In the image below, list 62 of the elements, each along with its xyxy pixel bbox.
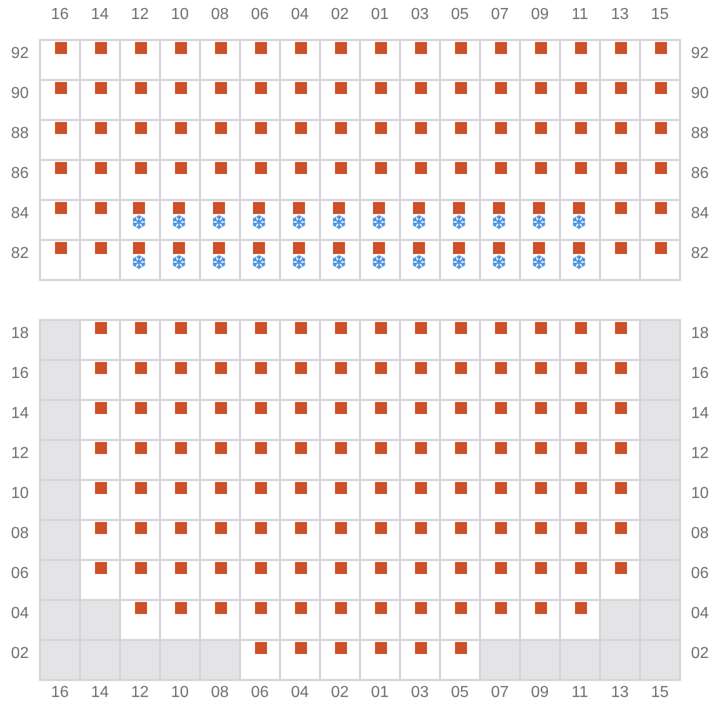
- column-number: 03: [411, 6, 429, 24]
- row-number: 02: [11, 645, 29, 663]
- row-number: 12: [691, 445, 709, 463]
- row-number: 10: [691, 485, 709, 503]
- row-number: 02: [691, 645, 709, 663]
- row-number: 10: [11, 485, 29, 503]
- row-number: 04: [11, 605, 29, 623]
- row-number: 82: [691, 245, 709, 263]
- column-number: 04: [291, 684, 309, 702]
- row-number: 14: [691, 405, 709, 423]
- column-number: 08: [211, 684, 229, 702]
- row-number: 92: [11, 45, 29, 63]
- row-number: 84: [691, 205, 709, 223]
- column-number: 11: [572, 684, 588, 702]
- column-number: 12: [131, 6, 149, 24]
- row-number: 16: [691, 365, 709, 383]
- column-number: 16: [51, 6, 69, 24]
- column-number: 12: [131, 684, 149, 702]
- row-number: 14: [11, 405, 29, 423]
- column-number: 08: [211, 6, 229, 24]
- column-number: 05: [451, 6, 469, 24]
- row-number: 06: [691, 565, 709, 583]
- column-number: 06: [251, 6, 269, 24]
- column-number: 11: [572, 6, 588, 24]
- column-number: 02: [331, 684, 349, 702]
- row-number: 04: [691, 605, 709, 623]
- column-number: 14: [91, 684, 109, 702]
- column-number: 16: [51, 684, 69, 702]
- column-number: 04: [291, 6, 309, 24]
- row-number: 88: [691, 125, 709, 143]
- row-number: 08: [691, 525, 709, 543]
- column-number: 15: [651, 6, 669, 24]
- column-number: 05: [451, 684, 469, 702]
- row-number: 18: [11, 325, 29, 343]
- column-number: 14: [91, 6, 109, 24]
- column-number: 13: [611, 684, 629, 702]
- row-number: 86: [11, 165, 29, 183]
- row-number: 88: [11, 125, 29, 143]
- column-number: 06: [251, 684, 269, 702]
- column-number: 10: [171, 684, 189, 702]
- row-number: 12: [11, 445, 29, 463]
- column-number: 10: [171, 6, 189, 24]
- row-number: 84: [11, 205, 29, 223]
- column-number: 07: [491, 6, 509, 24]
- column-number: 02: [331, 6, 349, 24]
- column-number: 09: [531, 684, 549, 702]
- row-number: 16: [11, 365, 29, 383]
- row-number: 18: [691, 325, 709, 343]
- row-number: 82: [11, 245, 29, 263]
- row-number: 86: [691, 165, 709, 183]
- column-number: 01: [371, 684, 389, 702]
- column-number: 01: [371, 6, 389, 24]
- column-number: 15: [651, 684, 669, 702]
- column-number: 13: [611, 6, 629, 24]
- column-number: 07: [491, 684, 509, 702]
- column-number: 09: [531, 6, 549, 24]
- row-number: 90: [11, 85, 29, 103]
- row-number: 92: [691, 45, 709, 63]
- row-number: 08: [11, 525, 29, 543]
- row-number: 90: [691, 85, 709, 103]
- row-number: 06: [11, 565, 29, 583]
- column-number: 03: [411, 684, 429, 702]
